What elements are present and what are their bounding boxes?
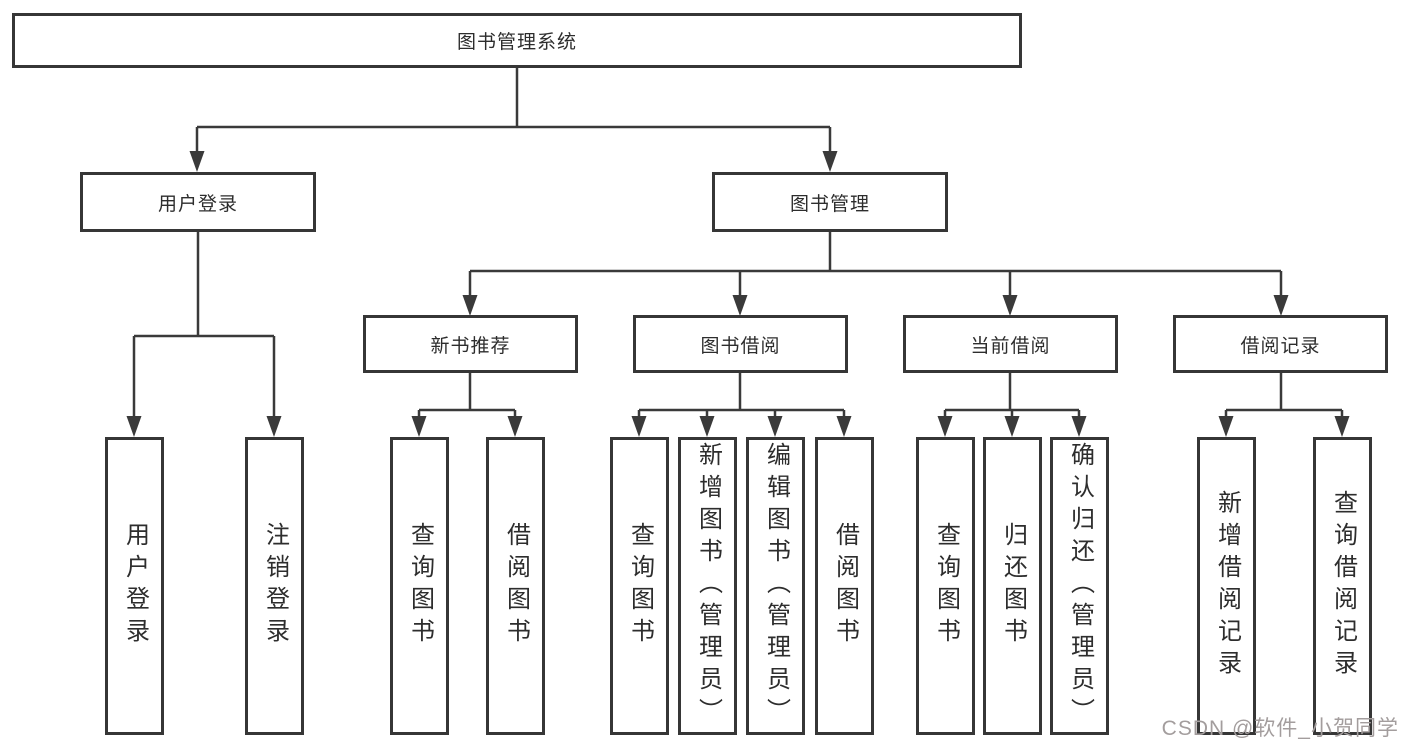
leaf-label: 查询图书: [932, 522, 960, 650]
arrowhead: [126, 416, 142, 437]
leaf-label: 用户登录: [121, 522, 149, 650]
arrowhead: [767, 416, 783, 437]
arrowhead: [1334, 416, 1350, 437]
arrowhead: [1273, 295, 1289, 316]
arrowhead: [507, 416, 523, 437]
node-new-book-recommend: 新书推荐: [363, 315, 578, 373]
arrowhead: [1218, 416, 1234, 437]
node-book-borrowing: 图书借阅: [633, 315, 848, 373]
leaf-query-borrow-record: 查询借阅记录: [1313, 437, 1372, 735]
leaf-label: 确认归还（管理员）: [1066, 442, 1094, 730]
node-user-login: 用户登录: [80, 172, 316, 232]
leaf-add-books-admin: 新增图书（管理员）: [678, 437, 737, 735]
leaf-confirm-return-admin: 确认归还（管理员）: [1050, 437, 1109, 735]
connector-lines: [132, 68, 1344, 420]
leaf-label: 新增图书（管理员）: [694, 442, 722, 730]
leaf-query-books-current: 查询图书: [916, 437, 975, 735]
leaf-label: 借阅图书: [831, 522, 859, 650]
arrowhead: [462, 295, 478, 316]
leaf-label: 编辑图书（管理员）: [762, 442, 790, 730]
arrowhead: [822, 151, 838, 172]
arrowhead: [631, 416, 647, 437]
arrowhead: [1002, 295, 1018, 316]
leaf-borrow-books: 借阅图书: [815, 437, 874, 735]
arrowhead: [1071, 416, 1087, 437]
leaf-query-books-borrow: 查询图书: [610, 437, 669, 735]
leaf-add-borrow-record: 新增借阅记录: [1197, 437, 1256, 735]
leaf-borrow-books-recommend: 借阅图书: [486, 437, 545, 735]
node-current-borrowing: 当前借阅: [903, 315, 1118, 373]
csdn-watermark: CSDN @软件_小贺同学: [1161, 717, 1399, 740]
leaf-edit-books-admin: 编辑图书（管理员）: [746, 437, 805, 735]
arrowhead: [732, 295, 748, 316]
arrowhead: [266, 416, 282, 437]
leaf-label: 查询图书: [406, 522, 434, 650]
arrowhead: [699, 416, 715, 437]
arrowhead: [411, 416, 427, 437]
node-book-management: 图书管理: [712, 172, 948, 232]
leaf-label: 注销登录: [261, 522, 289, 650]
node-book-management-system: 图书管理系统: [12, 13, 1022, 68]
leaf-label: 借阅图书: [502, 522, 530, 650]
leaf-user-login: 用户登录: [105, 437, 164, 735]
node-borrowing-records: 借阅记录: [1173, 315, 1388, 373]
leaf-label: 查询借阅记录: [1329, 490, 1357, 682]
arrowhead: [1004, 416, 1020, 437]
arrowhead: [937, 416, 953, 437]
leaf-return-books: 归还图书: [983, 437, 1042, 735]
arrowhead: [836, 416, 852, 437]
leaf-logout: 注销登录: [245, 437, 304, 735]
arrowhead: [189, 151, 205, 172]
leaf-query-books-recommend: 查询图书: [390, 437, 449, 735]
leaf-label: 新增借阅记录: [1213, 490, 1241, 682]
leaf-label: 归还图书: [999, 522, 1027, 650]
leaf-label: 查询图书: [626, 522, 654, 650]
